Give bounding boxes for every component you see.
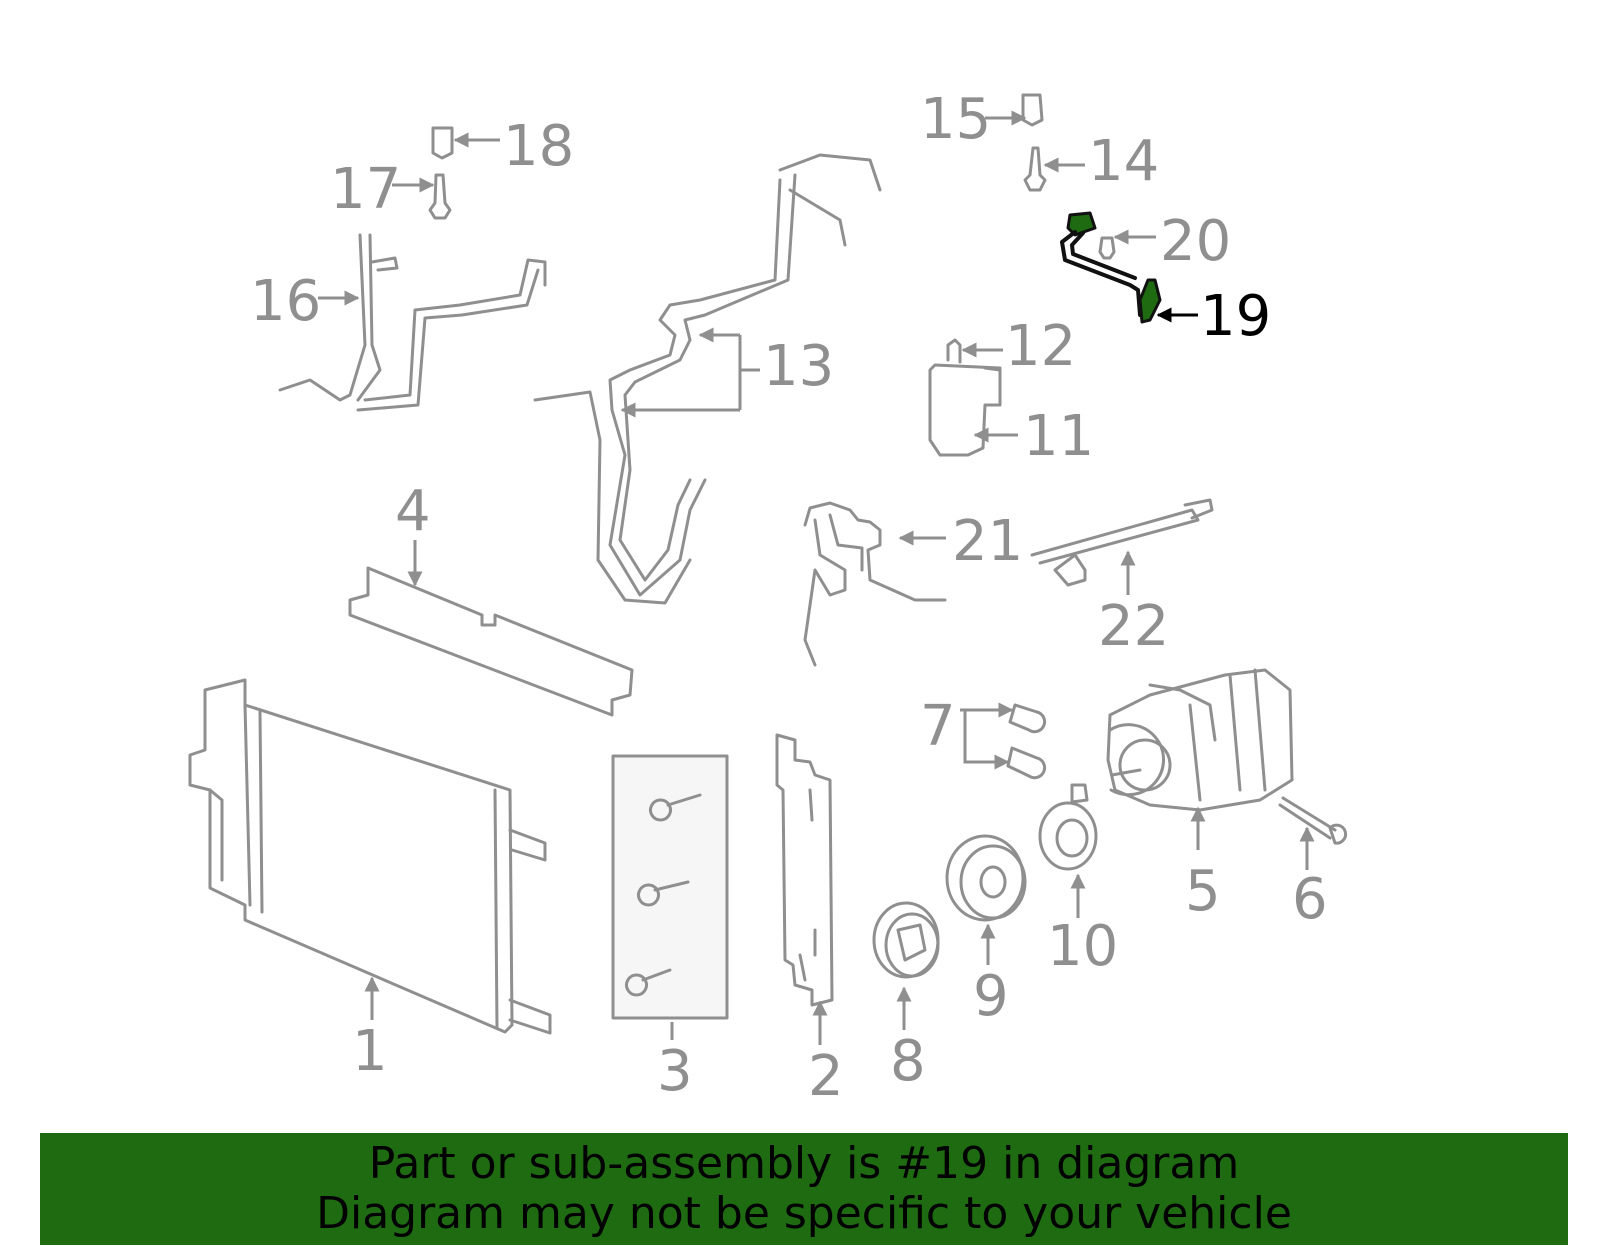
part-line-16 [278, 233, 547, 412]
part-upper-seal [348, 566, 634, 717]
callout-1: 1 [352, 1019, 388, 1084]
part-mounting-kit [611, 754, 729, 1020]
callout-11: 11 [1023, 404, 1094, 469]
callout-21: 21 [952, 509, 1023, 574]
callout-12: 12 [1005, 314, 1076, 379]
part-sensor-22 [1030, 498, 1214, 587]
callout-6: 6 [1292, 867, 1328, 932]
callout-22: 22 [1098, 594, 1169, 659]
callout-10: 10 [1047, 914, 1118, 979]
part-cap-18 [431, 126, 454, 160]
callout-9: 9 [973, 964, 1009, 1029]
part-compressor-bolt [1278, 796, 1348, 845]
part-valve-20 [1098, 236, 1116, 260]
part-small-bolt-14 [1023, 146, 1047, 192]
callout-8: 8 [890, 1029, 926, 1094]
leader-lines [318, 110, 1315, 1045]
part-cap-15 [1021, 93, 1044, 127]
part-line-21 [803, 501, 947, 667]
info-banner: Part or sub-assembly is #19 in diagram D… [40, 1133, 1568, 1245]
part-condenser [188, 678, 552, 1035]
part-clutch-hub [872, 901, 940, 979]
callout-5: 5 [1185, 859, 1221, 924]
banner-part-line: Part or sub-assembly is #19 in diagram [368, 1138, 1240, 1189]
part-receiver-drier [928, 338, 1002, 457]
part-compressor [1106, 668, 1294, 812]
part-ac-lines [533, 153, 882, 605]
callout-4: 4 [395, 479, 431, 544]
callout-14: 14 [1088, 129, 1159, 194]
callout-2: 2 [808, 1044, 844, 1109]
callout-17: 17 [330, 157, 401, 222]
callout-13: 13 [763, 334, 834, 399]
callout-19: 19 [1200, 284, 1271, 349]
part-field-coil [1038, 783, 1098, 871]
callout-3: 3 [657, 1039, 693, 1104]
callout-7: 7 [920, 694, 956, 759]
part-side-seal [775, 733, 834, 1007]
part-19-highlighted [1060, 211, 1162, 324]
part-caps [1006, 703, 1047, 780]
callout-18: 18 [503, 114, 574, 179]
callout-16: 16 [250, 269, 321, 334]
part-pulley [945, 834, 1027, 922]
callout-20: 20 [1160, 209, 1231, 274]
callout-15: 15 [920, 87, 991, 152]
banner-disclaimer-line: Diagram may not be specific to your vehi… [316, 1188, 1292, 1239]
part-bolt-17 [428, 173, 452, 220]
